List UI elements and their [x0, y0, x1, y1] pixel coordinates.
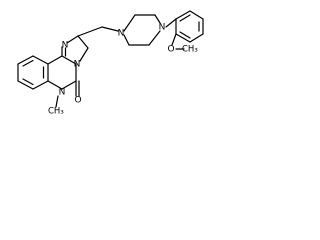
n-methyl-group — [55, 95, 59, 108]
carbonyl-group — [75, 80, 80, 97]
linker-chain — [77, 26, 119, 37]
carbonyl-oxygen-label: O — [74, 96, 81, 106]
quinazolinone-ring — [47, 55, 77, 90]
methoxy-oxygen-label: O — [167, 45, 174, 55]
piperazine-nitrogen-right-label: N — [159, 23, 166, 33]
piperazine-nitrogen-left-label: N — [118, 29, 125, 39]
imidazoline-ring — [61, 35, 89, 62]
methoxy-group — [171, 33, 185, 50]
methoxy-methyl-label: CH₃ — [182, 45, 198, 55]
bridge-nitrogen-label: N — [74, 60, 81, 70]
amide-nitrogen-label: N — [59, 88, 66, 98]
piperazine-ring — [123, 14, 161, 46]
chemical-structure-diagram: N N N O CH₃ N N O CH₃ — [17, 10, 204, 117]
methyl-label: CH₃ — [48, 107, 64, 117]
methoxyphenyl-ring — [165, 10, 204, 43]
benzo-ring — [17, 55, 49, 90]
structure-canvas: N N N O CH₃ N N O CH₃ — [0, 0, 206, 119]
imine-nitrogen-label: N — [62, 41, 69, 51]
